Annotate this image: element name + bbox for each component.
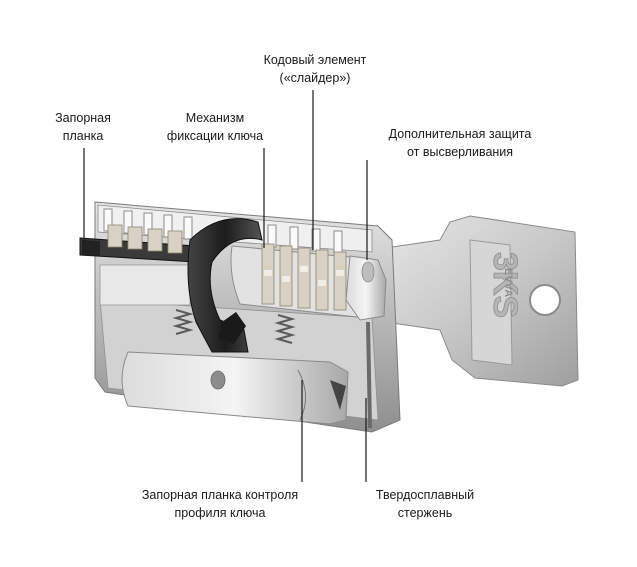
key-model-text: 3KS [486,252,524,318]
hard-rod-label: Твердосплавный стержень [360,486,490,522]
profile-bar-label-line2: профиля ключа [174,506,266,520]
drill-protection-label-line1: Дополнительная защита [388,127,532,141]
left-pins [107,224,183,254]
locking-bar-label-line1: Запорная [55,111,111,125]
key-brand-text: EVVA [502,268,514,297]
profile-bar-label: Запорная планка контроля профиля ключа [120,486,320,522]
code-element-label: Кодовый элемент («слайдер») [245,51,385,87]
drill-protection-label-line2: от высверливания [406,145,514,159]
front-cam [345,255,387,321]
profile-bar-label-line1: Запорная планка контроля [141,488,299,502]
leader-lines [83,90,368,482]
locking-bar-label: Запорная планка [38,109,128,145]
hard-rod-label-line2: стержень [397,506,453,520]
key-bow-hole [529,284,561,316]
locking-bar-label-line2: планка [62,129,104,143]
key-fix-mechanism-label: Механизм фиксации ключа [150,109,280,145]
hard-rod-label-line1: Твердосплавный [375,488,475,502]
code-element-label-line1: Кодовый элемент [263,53,367,67]
key-fix-label-line2: фиксации ключа [166,129,264,143]
key-fix-label-line1: Механизм [185,111,245,125]
key-fix-ring [187,218,263,353]
profile-bar [121,351,349,425]
plug [230,243,367,319]
springs [172,309,296,344]
code-element-label-line2: («слайдер») [279,71,351,85]
key: 3KS EVVA [371,215,579,387]
hard-rod [366,321,372,429]
drill-protection-label: Дополнительная защита от высверливания [360,125,560,161]
